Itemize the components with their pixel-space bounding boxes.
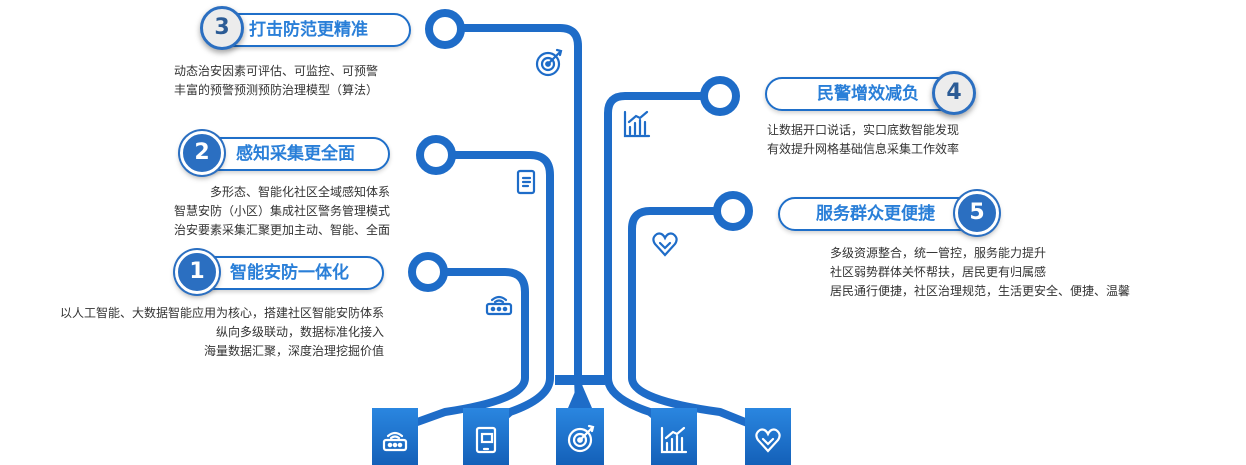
item-4-title: 民警增效减负 [817,84,919,104]
connector-1 [393,268,529,434]
item-3-title: 打击防范更精准 [249,20,368,40]
heart-hand-icon-side [652,232,678,257]
item-1-number: 1 [175,250,219,294]
ring-3 [425,9,465,49]
tile-target [556,408,604,465]
growth-chart-icon-side [623,110,651,138]
connector-4 [604,92,723,434]
ring-5 [713,191,753,231]
item-5-pill: 服务群众更便捷 [778,197,986,231]
target-icon-side [535,48,563,77]
item-4-number: 4 [932,71,976,115]
heart-hand-icon [755,428,781,453]
tile-chart [651,408,697,465]
tile-heart [745,408,791,465]
item-1-title: 智能安防一体化 [230,263,349,283]
tablet-icon-side [516,169,536,195]
item-3-number: 3 [200,6,244,50]
ring-2 [416,135,456,175]
ring-4 [700,76,740,116]
tile-target-arrow [568,380,592,408]
tablet-icon [475,426,497,454]
router-icon [382,431,408,452]
item-4-pill: 民警增效减负 [765,77,965,111]
target-icon [567,424,595,453]
item-2-pill: 感知采集更全面 [194,137,390,171]
connector-5 [628,207,767,434]
item-4-description: 让数据开口说话，实口底数智能发现 有效提升网格基础信息采集工作效率 [767,123,960,156]
item-5-number: 5 [955,191,999,235]
connector-3 [443,24,584,431]
item-5-title: 服务群众更便捷 [816,204,935,224]
item-5-description: 多级资源整合，统一管控，服务能力提升 社区弱势群体关怀帮扶，居民更有归属感 居民… [830,246,1131,298]
item-2-description: 多形态、智能化社区全域感知体系 智慧安防（小区）集成社区警务管理模式 治安要素采… [173,185,390,237]
item-3-pill: 打击防范更精准 [215,13,411,47]
growth-chart-icon [660,426,688,454]
item-2-number: 2 [180,131,224,175]
item-3-description: 动态治安因素可评估、可监控、可预警 丰富的预警预测预防治理模型（算法） [174,64,379,97]
ring-1 [408,252,448,292]
item-2-title: 感知采集更全面 [236,144,355,164]
item-1-description: 以人工智能、大数据智能应用为核心，搭建社区智能安防体系 纵向多级联动，数据标准化… [59,306,384,358]
connector-2 [450,151,554,433]
item-1-pill: 智能安防一体化 [188,256,384,290]
router-icon-side [485,295,513,316]
tile-tablet [463,408,509,465]
